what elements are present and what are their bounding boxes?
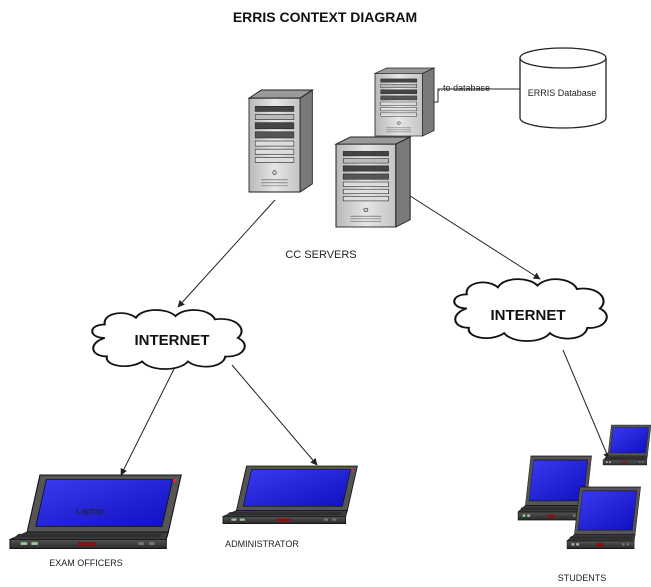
server-to-internet-left-arrow bbox=[177, 199, 276, 308]
internet-right-label: INTERNET bbox=[491, 307, 566, 324]
database-icon bbox=[519, 47, 607, 129]
internet-to-exam-officers-arrow bbox=[120, 368, 175, 476]
database-connector-label: ..to database bbox=[438, 83, 490, 93]
exam-officers-label: EXAM OFFICERS bbox=[49, 558, 123, 568]
database-connector-line bbox=[430, 88, 520, 103]
student-laptop-icon bbox=[602, 424, 651, 466]
database-label: ERRIS Database bbox=[528, 88, 597, 98]
cc-server-icon bbox=[248, 89, 313, 193]
servers-label: CC SERVERS bbox=[285, 249, 356, 261]
internet-to-administrator-arrow bbox=[231, 364, 318, 466]
internet-to-students-arrow bbox=[562, 349, 610, 460]
diagram-title: ERRIS CONTEXT DIAGRAM bbox=[233, 9, 417, 25]
students-label: STUDENTS bbox=[558, 573, 607, 583]
server-to-internet-right-arrow bbox=[392, 184, 541, 280]
database-server-icon bbox=[374, 67, 435, 137]
laptop-screen-label: Laptop bbox=[76, 506, 104, 516]
internet-left-label: INTERNET bbox=[135, 332, 210, 349]
cc-server-icon bbox=[335, 136, 411, 228]
administrator-label: ADMINISTRATOR bbox=[225, 539, 299, 549]
administrator-laptop-icon bbox=[222, 465, 358, 525]
